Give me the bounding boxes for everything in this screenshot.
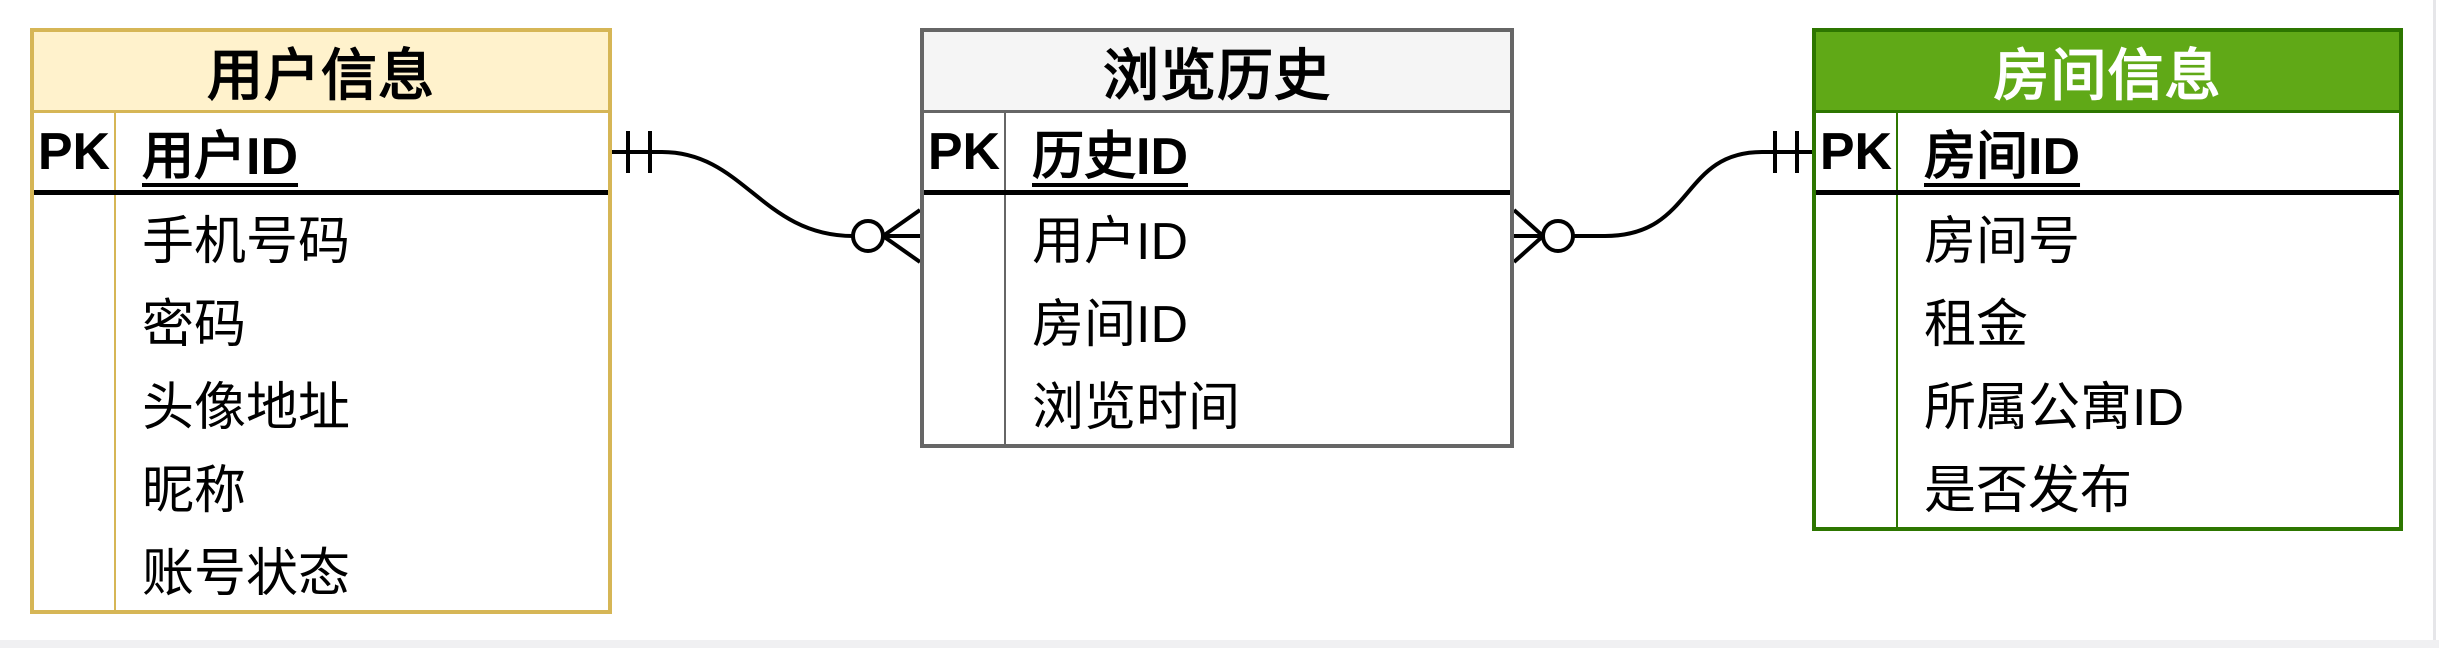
key-cell <box>1816 278 1898 361</box>
crow-foot-icon <box>881 208 922 238</box>
pk-row: PK 用户ID <box>34 113 608 190</box>
key-cell <box>1816 361 1898 444</box>
field-name: 浏览时间 <box>1032 379 1241 437</box>
field-rows: 房间号租金所属公寓ID 是否发布 <box>1816 195 2399 527</box>
table-row: 租金 <box>1816 278 2399 361</box>
field-name: 房间ID <box>1032 296 1189 354</box>
field-rows: 手机号码密码头像地址昵称账号状态 <box>34 195 608 610</box>
table-row: 头像地址 <box>34 361 608 444</box>
pk-row: PK 房间ID <box>1816 113 2399 190</box>
pk-field-name: 用户ID <box>142 128 299 186</box>
table-row: 账号状态 <box>34 527 608 610</box>
table-row: 所属公寓ID <box>1816 361 2399 444</box>
table-title: 用户信息 <box>34 32 608 113</box>
pk-label: PK <box>1816 113 1898 190</box>
connector-line <box>612 150 854 238</box>
key-cell <box>34 195 116 278</box>
key-cell <box>924 278 1006 361</box>
table-row: 昵称 <box>34 444 608 527</box>
key-cell <box>1816 195 1898 278</box>
table-row: 房间ID <box>924 278 1510 361</box>
bottom-window-strip <box>0 640 2439 648</box>
key-cell <box>34 278 116 361</box>
table-row: 房间号 <box>1816 195 2399 278</box>
field-name: 是否发布 <box>1924 462 2133 520</box>
table-title: 浏览历史 <box>924 32 1510 113</box>
key-cell <box>34 444 116 527</box>
pk-label: PK <box>34 113 116 190</box>
pk-field-cell: 用户ID <box>116 113 608 190</box>
key-cell <box>924 361 1006 444</box>
crow-foot-icon <box>1512 234 1545 264</box>
pk-field-cell: 房间ID <box>1898 113 2399 190</box>
crow-foot-icon <box>881 234 922 264</box>
pk-field-cell: 历史ID <box>1006 113 1510 190</box>
table-row: 是否发布 <box>1816 444 2399 527</box>
pk-row: PK 历史ID <box>924 113 1510 190</box>
window-edge-divider <box>2433 0 2436 648</box>
pk-separator-line <box>924 190 1510 195</box>
field-name: 租金 <box>1924 296 2029 354</box>
connector-line <box>1573 150 1812 238</box>
relationship-users-history <box>612 131 922 264</box>
field-name: 昵称 <box>142 462 247 520</box>
zero-circle-icon <box>1541 219 1575 253</box>
pk-separator-line <box>34 190 608 195</box>
table-row: 浏览时间 <box>924 361 1510 444</box>
field-name: 用户ID <box>1032 213 1189 271</box>
field-rows: 用户ID 房间ID 浏览时间 <box>924 195 1510 444</box>
pk-field-name: 历史ID <box>1032 128 1189 186</box>
table-row: 手机号码 <box>34 195 608 278</box>
table-title: 房间信息 <box>1816 32 2399 113</box>
field-name: 所属公寓ID <box>1924 379 2185 437</box>
field-name: 手机号码 <box>142 213 351 271</box>
entity-table-users: 用户信息 PK 用户ID 手机号码密码头像地址昵称账号状态 <box>30 28 612 614</box>
zero-circle-icon <box>851 219 885 253</box>
entity-table-history: 浏览历史 PK 历史ID 用户ID 房间ID 浏览时间 <box>920 28 1514 448</box>
pk-separator-line <box>1816 190 2399 195</box>
field-name: 房间号 <box>1924 213 2081 271</box>
field-name: 密码 <box>142 296 247 354</box>
pk-field-name: 房间ID <box>1924 128 2081 186</box>
table-row: 用户ID <box>924 195 1510 278</box>
relationship-history-rooms <box>1512 131 1812 264</box>
entity-table-rooms: 房间信息 PK 房间ID 房间号租金所属公寓ID 是否发布 <box>1812 28 2403 531</box>
crow-foot-icon <box>1512 208 1545 238</box>
key-cell <box>924 195 1006 278</box>
key-cell <box>34 527 116 610</box>
field-name: 账号状态 <box>142 545 351 603</box>
table-row: 密码 <box>34 278 608 361</box>
key-cell <box>34 361 116 444</box>
pk-label: PK <box>924 113 1006 190</box>
field-name: 头像地址 <box>142 379 351 437</box>
key-cell <box>1816 444 1898 527</box>
